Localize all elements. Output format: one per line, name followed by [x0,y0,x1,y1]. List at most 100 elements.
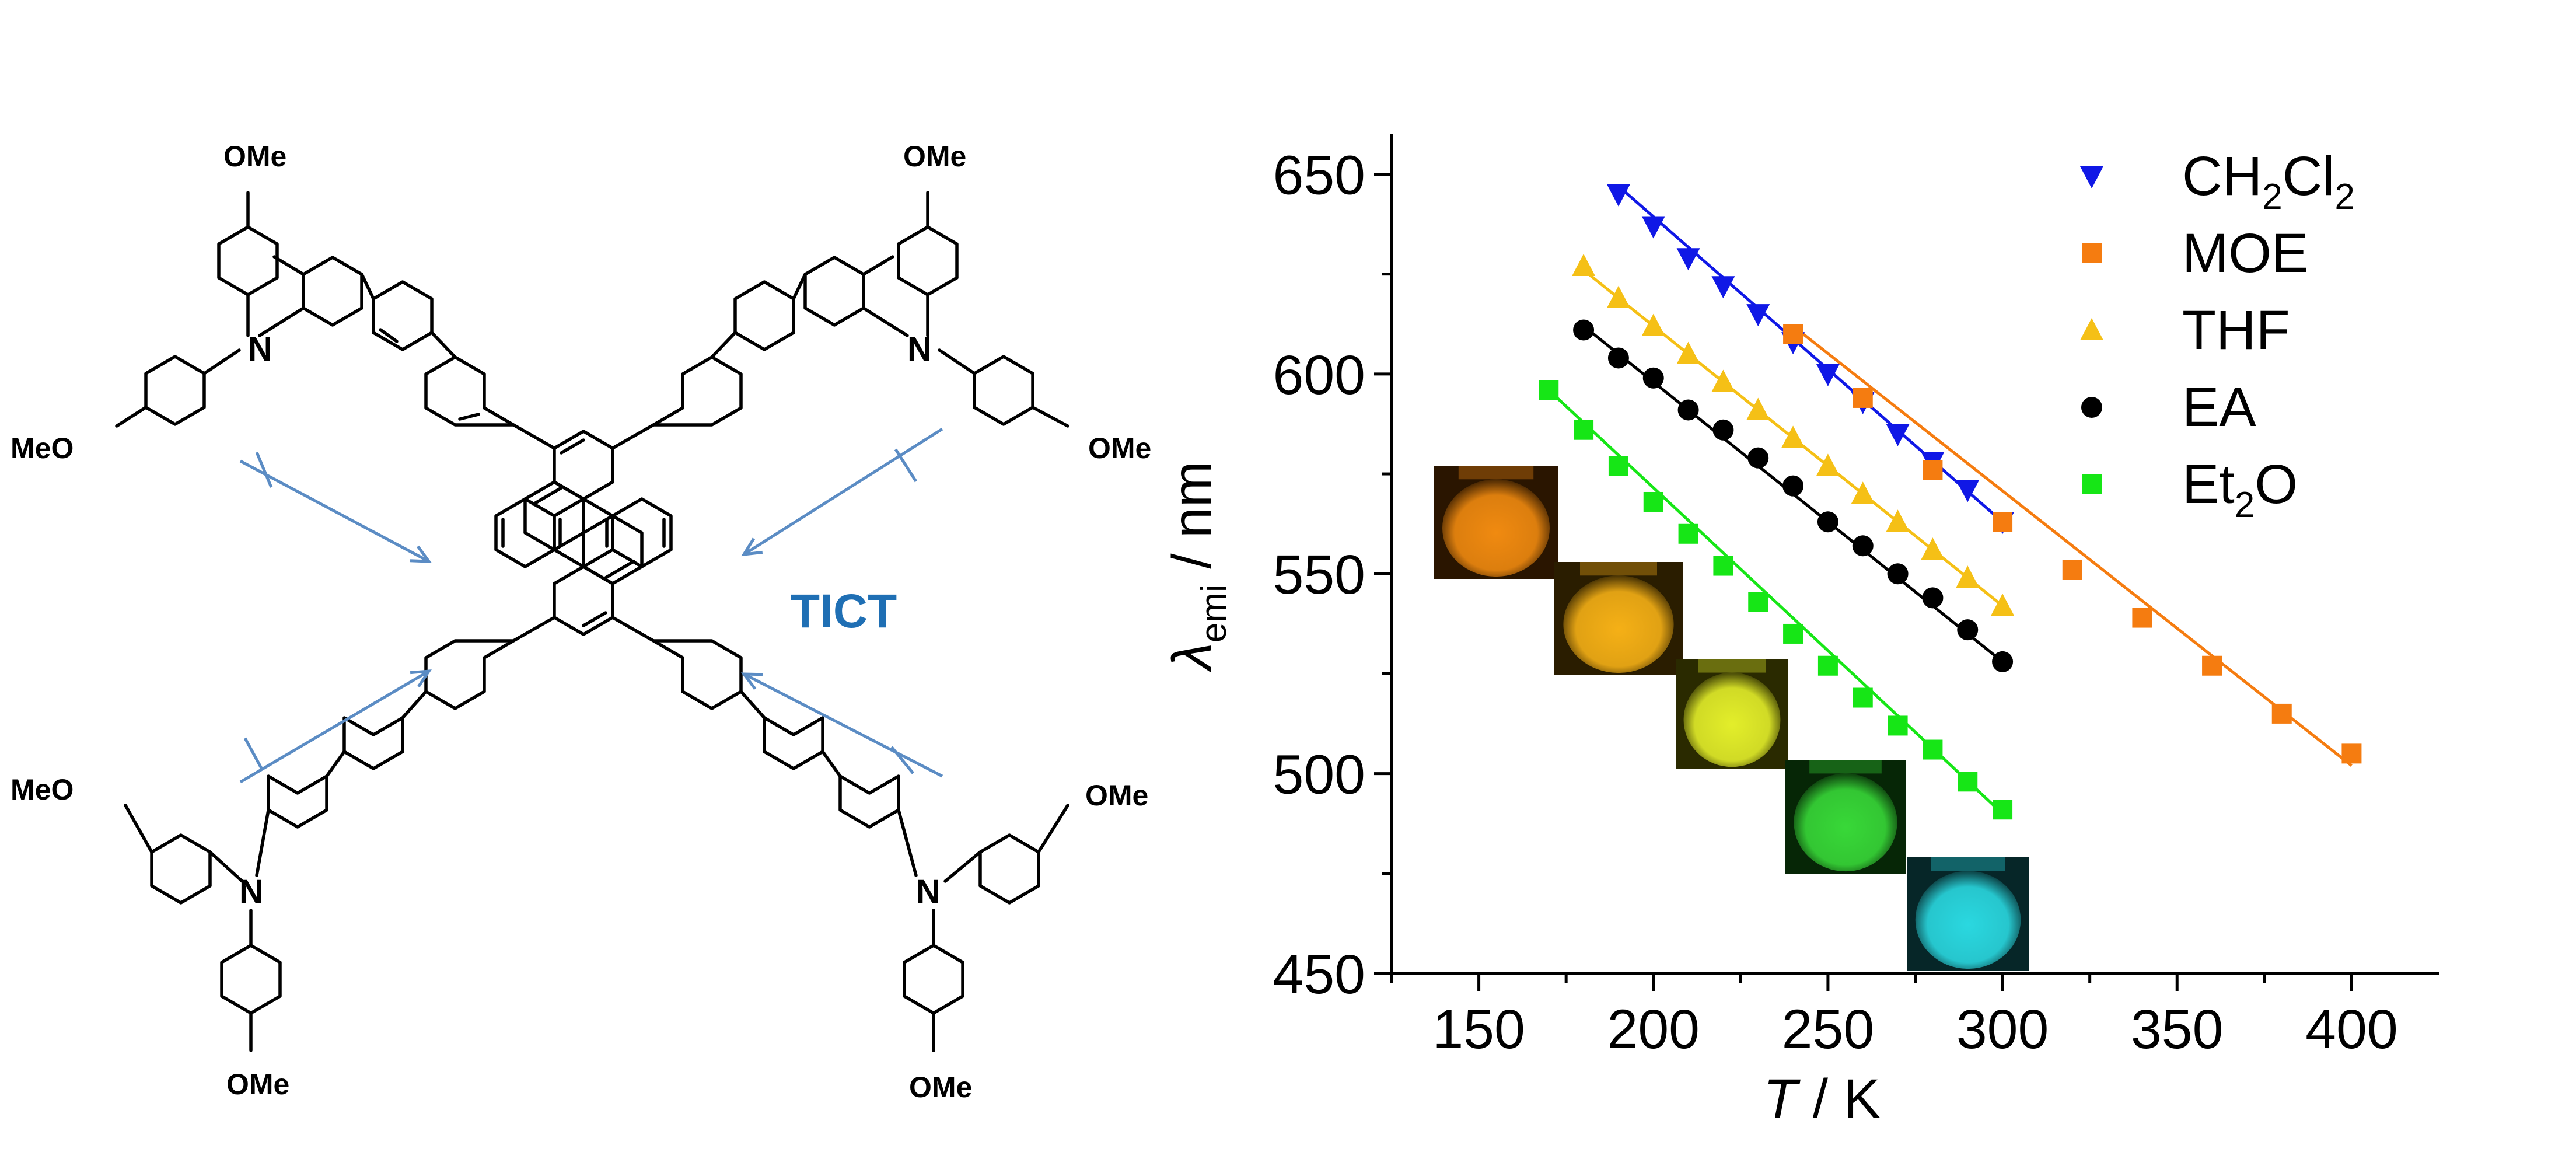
vial-photo [1554,562,1683,675]
data-point [1572,253,1596,276]
ome-label-6: OMe [909,1071,972,1104]
x-tick-label: 150 [1432,999,1525,1060]
data-point [1992,651,2014,672]
legend-marker [2082,474,2102,494]
data-point [1957,619,1979,641]
data-point [1748,592,1768,612]
y-tick-label: 500 [1273,744,1365,806]
molecular-structure: N OMe MeO N OMe OMe N [11,140,1151,1104]
x-tick-label: 350 [2131,999,2224,1060]
data-point [1712,419,1734,441]
arm-lower-right [611,616,900,829]
data-point [1816,364,1840,386]
data-point [1677,399,1699,421]
legend-marker [2082,243,2102,263]
data-point [1816,453,1840,476]
data-point [1958,772,1978,792]
ome-label-5: OMe [1085,779,1148,812]
legend-marker [2080,318,2103,340]
data-points [1539,184,2362,820]
tict-arrows [239,427,943,784]
legend-label: CH2​Cl2​ [2182,145,2355,217]
series-ea [1573,319,2014,672]
data-point [1711,369,1735,392]
data-point [1607,347,1629,369]
data-point [1922,587,1944,609]
legend-label: Et2​O [2182,453,2298,525]
series-ch2cl2 [1606,184,2015,535]
data-point [1923,460,1943,480]
x-tick-label: 250 [1782,999,1875,1060]
series-thf [1572,253,2015,616]
data-point [1886,509,1910,532]
data-point [1606,285,1630,308]
meo-label-2: MeO [11,773,74,806]
data-point [2341,743,2362,764]
data-point [1642,367,1664,389]
legend-item: Et2​O [2082,453,2298,525]
ome-label-4: OMe [226,1068,289,1101]
tict-arrow [239,452,432,563]
data-point [1747,447,1769,469]
x-axis-title: T / K [1763,1068,1881,1130]
legend-marker [2081,397,2102,418]
legend-item: MOE [2082,222,2308,284]
data-point [1993,512,2013,532]
data-point [1676,248,1700,271]
ome-label-2: OMe [903,140,966,173]
tict-arrow [239,669,432,784]
x-tick-label: 400 [2305,999,2398,1060]
y-tick-label: 550 [1273,544,1365,606]
arm-lower-left [267,616,556,829]
data-point [1851,481,1875,504]
fit-line [1792,324,2353,767]
data-point [2271,703,2292,724]
data-point [1888,715,1908,736]
pyrene-core [494,430,673,636]
amine-lower-right: N [897,804,1069,1052]
ome-label-1: OMe [223,140,286,173]
amine-lower-left: N [124,804,282,1052]
svg-text:λemi / nm: λemi / nm [1161,461,1234,673]
data-point [1713,556,1733,576]
legend-label: THF [2182,299,2290,361]
legend-item: THF [2080,299,2290,361]
legend: CH2​Cl2​MOE THF EA Et2​O [2080,145,2355,525]
legend-marker [2080,166,2103,188]
data-point [1606,184,1630,207]
y-axis-title: λemi / nm [1161,461,1234,673]
nitrogen-label: N [239,873,264,911]
data-point [1782,475,1804,497]
data-point [1641,313,1665,336]
series-et2o [1539,380,2013,820]
data-point [2202,655,2222,676]
data-point [2132,608,2152,628]
fit-line [1617,185,2004,523]
amine-upper-right: N [862,191,1069,428]
nitrogen-label: N [916,873,941,911]
data-point [1956,565,1980,588]
data-point [1676,341,1700,364]
data-point [1539,380,1559,400]
y-tick-label: 600 [1273,344,1365,406]
tict-arrow [741,427,943,557]
amine-upper-left: N [115,191,305,428]
tict-label: TICT [791,585,897,638]
legend-item: EA [2081,376,2256,438]
vial-photos [1434,466,2029,971]
arm-upper-left [302,256,556,450]
data-point [1783,324,1803,344]
data-point [1746,304,1770,327]
data-point [1852,535,1874,557]
ome-label-3: OMe [1088,432,1151,465]
data-point [1641,216,1665,239]
x-tick-label: 200 [1607,999,1700,1060]
x-tick-label: 300 [1956,999,2049,1060]
data-point [1956,480,1980,502]
data-point [1887,563,1909,585]
data-point [1853,687,1873,708]
